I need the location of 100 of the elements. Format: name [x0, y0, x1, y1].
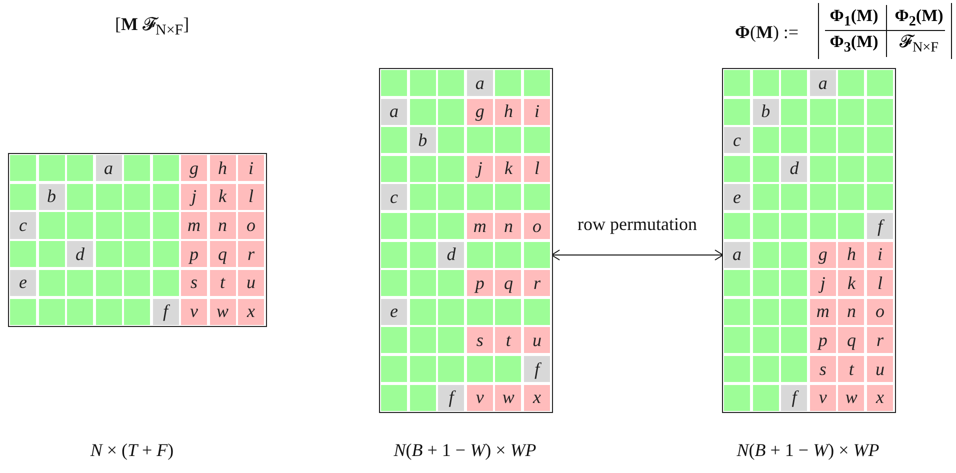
matrix-cell	[152, 270, 178, 296]
matrix-cell	[524, 298, 550, 325]
matrix-cell: w	[210, 298, 236, 325]
matrix-cell: j	[466, 156, 493, 182]
matrix-cell: k	[838, 270, 864, 296]
matrix-cell	[495, 298, 522, 325]
matrix-cell	[152, 155, 178, 182]
matrix-cell	[466, 184, 493, 210]
matrix-cell	[752, 127, 779, 154]
matrix-cell: d	[438, 242, 464, 268]
matrix-cell: r	[524, 270, 550, 296]
matrix-cell: t	[838, 356, 864, 382]
matrix-cell: g	[466, 98, 493, 125]
matrix-cell	[466, 242, 493, 268]
matrix-cell	[38, 270, 64, 296]
matrix-cell: u	[524, 327, 550, 354]
matrix-cell	[124, 155, 150, 182]
matrix-cell	[10, 241, 36, 268]
matrix-cell	[124, 241, 150, 268]
matrix-cell: c	[724, 127, 750, 154]
matrix-cell: e	[381, 298, 408, 325]
matrix-cell	[752, 213, 779, 240]
matrix-cell: v	[810, 384, 836, 411]
matrix-cell	[724, 298, 750, 325]
matrix-cell	[410, 213, 436, 240]
matrix-cell	[124, 298, 150, 325]
matrix-cell: f	[524, 356, 550, 382]
matrix-cell: w	[838, 384, 864, 411]
matrix-cell	[781, 70, 808, 96]
double-arrow	[551, 250, 724, 260]
matrix-cell	[38, 298, 64, 325]
matrix-cell: p	[181, 241, 207, 268]
matrix-cell	[10, 155, 36, 182]
matrix-cell: a	[724, 242, 750, 268]
matrix-cell: f	[438, 384, 464, 411]
matrix-cell	[38, 241, 64, 268]
matrix-cell: b	[38, 184, 64, 210]
matrix-cell	[867, 98, 894, 125]
matrix-cell	[810, 156, 836, 182]
matrix-cell	[838, 127, 864, 154]
matrix-cell	[67, 298, 93, 325]
matrix-cell	[781, 213, 808, 240]
matrix-cell: i	[238, 155, 264, 182]
dimension-label: N(B + 1 − W) × WP	[394, 440, 536, 461]
matrix-cell: m	[810, 298, 836, 325]
matrix-cell	[10, 298, 36, 325]
matrix-cell: x	[524, 384, 550, 411]
matrix-cell: k	[495, 156, 522, 182]
block-entry: Φ$_{2}$(M)	[894, 6, 944, 30]
matrix-cell	[838, 156, 864, 182]
matrix-cell	[67, 155, 93, 182]
matrix-cell	[38, 212, 64, 239]
matrix-cell	[124, 212, 150, 239]
matrix-cell: r	[867, 327, 894, 354]
matrix-cell: d	[781, 156, 808, 182]
matrix-cell: x	[238, 298, 264, 325]
matrix-cell	[438, 327, 464, 354]
matrix-cell	[410, 298, 436, 325]
matrix-cell	[410, 156, 436, 182]
matrix-cell	[410, 356, 436, 382]
matrix-cell	[524, 127, 550, 154]
matrix-cell	[724, 356, 750, 382]
matrix-cell	[152, 212, 178, 239]
matrix-cell: n	[495, 213, 522, 240]
formula-definition: Φ(M) :=	[735, 22, 799, 43]
matrix-cell	[752, 356, 779, 382]
matrix-cell	[867, 127, 894, 154]
matrix-cell	[752, 298, 779, 325]
matrix-grid	[722, 68, 896, 414]
matrix-cell	[781, 127, 808, 154]
matrix-cell: n	[838, 298, 864, 325]
matrix-cell	[495, 127, 522, 154]
matrix-cell	[438, 127, 464, 154]
matrix-cell	[438, 213, 464, 240]
matrix-cell: f	[867, 213, 894, 240]
matrix-cell	[410, 184, 436, 210]
matrix-formula: [M 𝓕$_{N×F}$]	[115, 14, 190, 40]
matrix-cell: h	[838, 242, 864, 268]
matrix-cell: a	[810, 70, 836, 96]
matrix-cell: w	[495, 384, 522, 411]
matrix-cell: q	[495, 270, 522, 296]
matrix-cell: b	[410, 127, 436, 154]
matrix-cell	[524, 70, 550, 96]
dimension-label: N(B + 1 − W) × WP	[736, 440, 880, 461]
block-entry: 𝓕$_{N×F}$	[898, 32, 940, 56]
matrix-cell: c	[381, 184, 408, 210]
matrix-cell	[724, 213, 750, 240]
matrix-grid	[8, 153, 266, 328]
matrix-cell: l	[238, 184, 264, 210]
matrix-cell: q	[838, 327, 864, 354]
matrix-cell	[867, 70, 894, 96]
matrix-cell	[124, 270, 150, 296]
matrix-cell	[96, 184, 122, 210]
matrix-cell: s	[181, 270, 207, 296]
matrix-cell: s	[810, 356, 836, 382]
matrix-cell: p	[810, 327, 836, 354]
matrix-cell: d	[67, 241, 93, 268]
matrix-cell	[781, 242, 808, 268]
matrix-cell	[724, 327, 750, 354]
matrix-cell	[838, 98, 864, 125]
